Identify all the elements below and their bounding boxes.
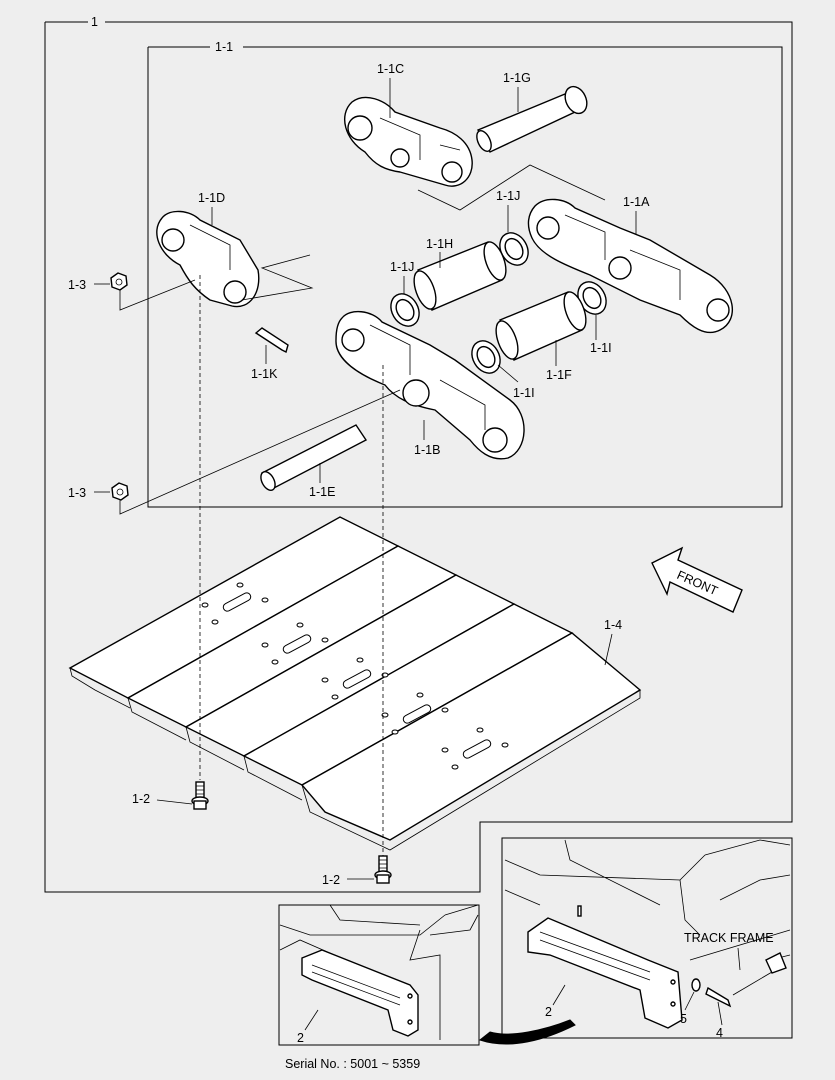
nut-1-3-upper <box>110 272 128 291</box>
label-1-1b: 1-1B <box>414 443 440 457</box>
label-2-small: 2 <box>297 1031 304 1045</box>
lock-1-1k <box>254 327 289 354</box>
seal-1-1i-center <box>471 340 501 374</box>
bushing-1-1f <box>495 291 587 361</box>
label-1-1h: 1-1H <box>426 237 453 251</box>
link-1-1c <box>344 96 473 187</box>
label-1-4: 1-4 <box>604 618 622 632</box>
label-1-3-upper: 1-3 <box>68 278 86 292</box>
label-1-2-left: 1-2 <box>132 792 150 806</box>
label-1-1c: 1-1C <box>377 62 404 76</box>
label-1-1e: 1-1E <box>309 485 335 499</box>
step-inset-large <box>501 837 793 1039</box>
bolt-1-2-left <box>191 781 209 810</box>
nut-1-3-lower <box>111 482 129 501</box>
link-1-1d <box>156 210 260 308</box>
front-arrow: FRONT <box>651 546 743 613</box>
label-1-1a: 1-1A <box>623 195 650 209</box>
bolt-1-2-bottom <box>374 855 392 884</box>
bushing-1-1h <box>413 241 507 311</box>
label-1-1f: 1-1F <box>546 368 572 382</box>
seal-1-1j-lower <box>390 293 420 327</box>
transition-arrow <box>478 1019 576 1045</box>
label-1-1i-center: 1-1I <box>513 386 535 400</box>
track-shoe-assembly <box>68 516 642 851</box>
step-inset-small <box>278 904 480 1046</box>
track-frame-label: TRACK FRAME <box>684 931 774 945</box>
shoe-bolt-holes <box>201 582 509 770</box>
serial-number: Serial No. : 5001 ~ 5359 <box>285 1057 420 1071</box>
label-1-1i-right: 1-1I <box>590 341 612 355</box>
label-1-2-bottom: 1-2 <box>322 873 340 887</box>
label-4: 4 <box>716 1026 723 1040</box>
seal-1-1i-right <box>577 281 607 315</box>
link-1-1a <box>527 198 734 334</box>
pin-1-1e <box>260 424 368 491</box>
assembly-frame <box>44 21 793 893</box>
seal-1-1j-upper <box>499 232 529 266</box>
label-1-1g: 1-1G <box>503 71 531 85</box>
label-5: 5 <box>680 1012 687 1026</box>
label-1-1j-lower: 1-1J <box>390 260 414 274</box>
label-1-1d: 1-1D <box>198 191 225 205</box>
assembly-label: 1 <box>91 15 98 29</box>
label-1-3-lower: 1-3 <box>68 486 86 500</box>
label-1-1k: 1-1K <box>251 367 278 381</box>
label-1-1j-upper: 1-1J <box>496 189 520 203</box>
sub-assembly-label: 1-1 <box>215 40 233 54</box>
sub-assembly-frame <box>147 46 783 508</box>
label-2-large: 2 <box>545 1005 552 1019</box>
link-1-1b <box>335 311 525 460</box>
pin-1-1g <box>476 85 588 153</box>
